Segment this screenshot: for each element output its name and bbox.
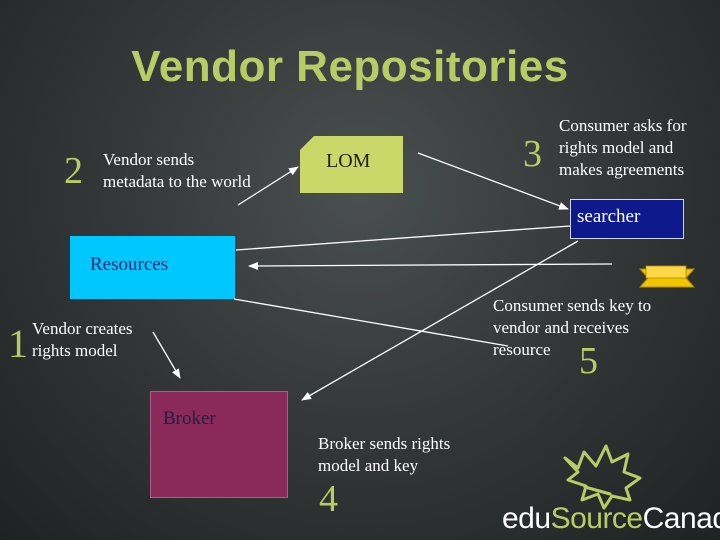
step-5-number: 5: [579, 340, 598, 382]
searcher-label: searcher: [577, 206, 641, 227]
step-1-line-1: Vendor creates: [32, 319, 133, 338]
step-2-line-2: metadata to the world: [103, 172, 251, 191]
step-1-number: 1: [8, 321, 28, 366]
step-2-line-1: Vendor sends: [103, 150, 195, 169]
logo-source: Source: [550, 502, 644, 535]
step-1-line-2: rights model: [32, 341, 118, 360]
step-4-line-2: model and key: [318, 456, 419, 475]
step-3-line-1: Consumer asks for: [559, 116, 687, 135]
arrow-vendor-to-broker: [152, 331, 181, 379]
line-resources-to-step5: [233, 298, 509, 347]
logo-edu: edu: [502, 502, 551, 535]
edusource-canada-logo: eduSourceCanada: [502, 502, 720, 536]
arrow-vendor-to-lom: [237, 166, 299, 206]
slide-title: Vendor Repositories: [131, 42, 569, 91]
step-4-number: 4: [319, 478, 338, 520]
step-5-line-2: vendor and receives: [493, 318, 629, 337]
broker-label: Broker: [163, 408, 216, 429]
step-4-text: Broker sends rights model and key: [318, 433, 450, 477]
resources-label: Resources: [90, 254, 169, 275]
arrow-key-to-resources: [248, 261, 613, 270]
step-4-line-1: Broker sends rights: [318, 434, 451, 453]
step-5-text: Consumer sends key to vendor and receive…: [493, 295, 651, 361]
step-1-text: Vendor creates rights model: [32, 318, 133, 362]
line-resources-to-searcher: [235, 225, 571, 251]
step-5-line-1: Consumer sends key to: [493, 296, 652, 315]
maple-leaf-icon: [563, 444, 642, 510]
broker-node: Broker: [150, 391, 288, 498]
lom-label: LOM: [326, 150, 371, 172]
logo-canada: Canada: [642, 502, 720, 535]
step-3-line-3: makes agreements: [559, 160, 685, 179]
arrow-searcher-to-broker: [301, 240, 579, 401]
searcher-node: searcher: [570, 199, 684, 239]
key-ribbon-icon: [638, 265, 696, 288]
lom-node: LOM: [300, 136, 403, 193]
step-3-text: Consumer asks for rights model and makes…: [559, 115, 686, 181]
arrow-lom-to-searcher: [417, 152, 569, 210]
step-3-number: 3: [523, 133, 542, 175]
step-2-text: Vendor sends metadata to the world: [103, 149, 251, 193]
step-5-line-3: resource: [493, 340, 551, 359]
step-3-line-2: rights model and: [559, 138, 674, 157]
step-2-number: 2: [64, 150, 83, 192]
resources-node: Resources: [70, 236, 235, 299]
